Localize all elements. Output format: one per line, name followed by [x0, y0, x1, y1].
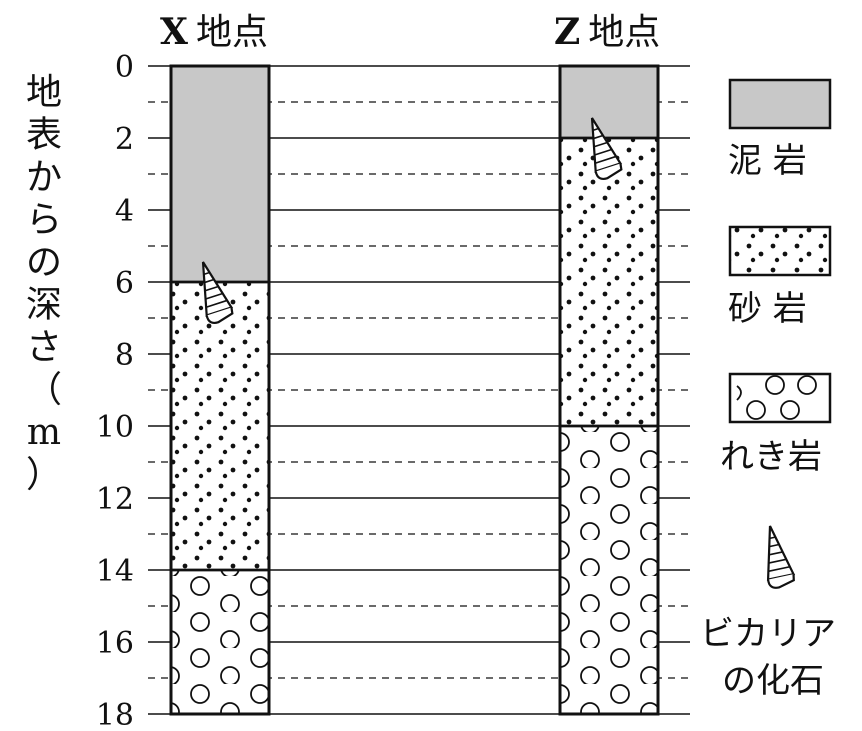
- legend-conglomerate-label: れき岩: [720, 437, 822, 477]
- depth-tick-label: 6: [115, 266, 134, 301]
- depth-tick-label: 0: [115, 50, 134, 85]
- legend-conglomerate-swatch: [728, 372, 832, 424]
- legend-fossil-label-line1: ビカリア: [700, 614, 836, 654]
- layer-sandstone: [169, 280, 271, 572]
- depth-tick-label: 12: [96, 482, 134, 517]
- legend-sandstone-label: 砂 岩: [728, 289, 807, 329]
- legend-mudstone-label: 泥 岩: [728, 141, 807, 181]
- legend-fossil-label-line2: の化石: [722, 661, 824, 701]
- y-axis-label-char: 深: [26, 285, 62, 326]
- legend-sandstone-swatch: [728, 225, 832, 277]
- y-axis-label-char: か: [26, 157, 62, 198]
- y-axis-label-char: ）: [26, 455, 62, 496]
- layer-mudstone: [558, 64, 660, 140]
- y-axis-label-char: （: [26, 370, 62, 411]
- legend-mudstone-swatch: [728, 78, 832, 130]
- depth-tick-label: 8: [115, 338, 134, 373]
- column-x: [169, 64, 271, 716]
- depth-tick-labels: 0 2 4 6 8 10 12 14 16 18: [96, 50, 134, 731]
- y-axis-label-char: ら: [26, 200, 62, 241]
- y-axis-label-char: の: [26, 242, 62, 283]
- legend-fossil-icon: [756, 522, 797, 591]
- legend: 泥 岩 砂 岩 れき岩 ビカリア の化石: [700, 78, 836, 701]
- layer-conglomerate: [558, 424, 660, 716]
- column-outline: [558, 64, 660, 716]
- depth-tick-label: 10: [96, 410, 134, 445]
- layer-mudstone: [169, 64, 271, 284]
- y-axis-label-char: 地: [26, 72, 62, 113]
- y-axis-label-char: さ: [26, 327, 62, 368]
- depth-tick-label: 18: [96, 698, 134, 731]
- y-axis-label-char: m: [27, 412, 61, 453]
- y-axis-label-char: 表: [26, 115, 62, 156]
- column-outline: [169, 64, 271, 716]
- depth-tick-label: 16: [96, 626, 134, 661]
- depth-tick-label: 4: [115, 194, 134, 229]
- depth-tick-label: 2: [115, 122, 134, 157]
- strata-columns: [169, 64, 660, 716]
- column-z: [558, 64, 660, 716]
- layer-sandstone: [558, 136, 660, 428]
- layer-conglomerate: [169, 568, 271, 716]
- depth-tick-label: 14: [96, 554, 134, 589]
